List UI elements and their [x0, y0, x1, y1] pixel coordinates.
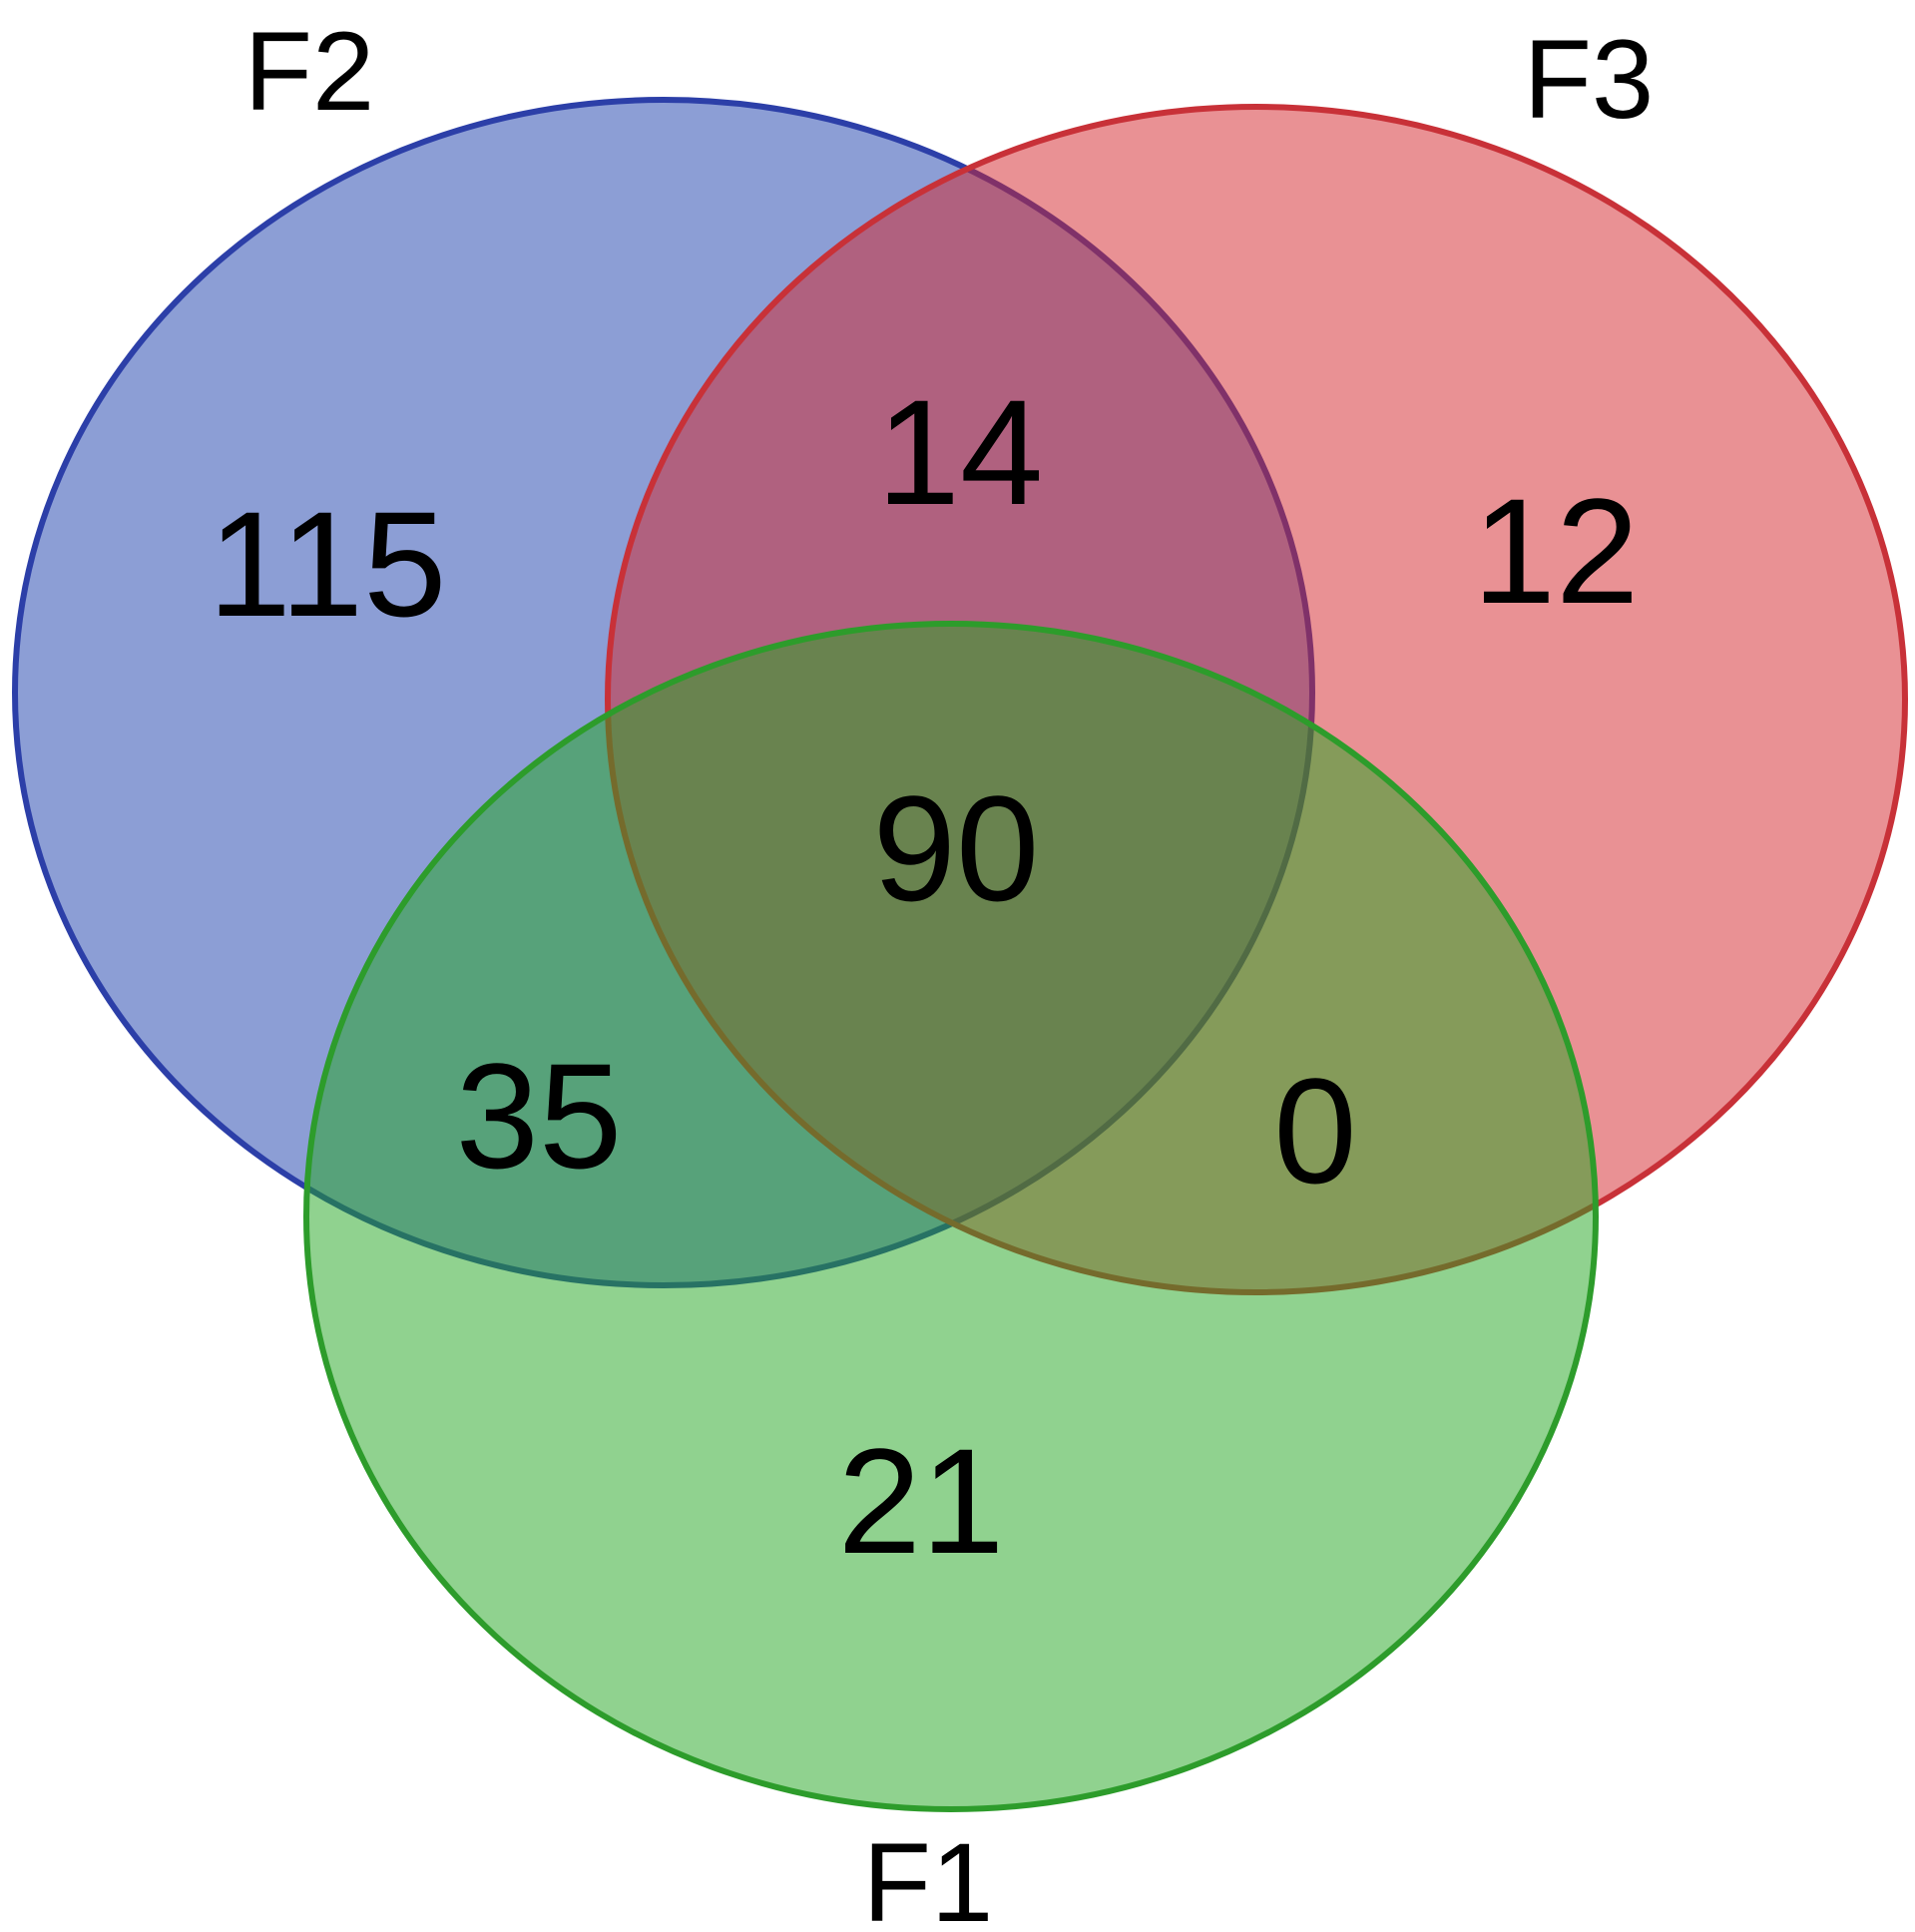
count-f2-only: 115 [208, 480, 446, 648]
count-f3-only: 12 [1473, 467, 1640, 635]
set-label-f3: F3 [1524, 17, 1655, 142]
set-circle-f1 [303, 621, 1599, 1812]
set-label-f2: F2 [244, 9, 375, 134]
count-all-three: 90 [873, 764, 1040, 932]
count-f1-f2: 35 [456, 1032, 623, 1200]
set-label-f1: F1 [863, 1820, 994, 1932]
count-f2-f3: 14 [877, 368, 1044, 536]
count-f1-only: 21 [838, 1417, 1005, 1585]
count-f1-f3: 0 [1273, 1047, 1356, 1214]
